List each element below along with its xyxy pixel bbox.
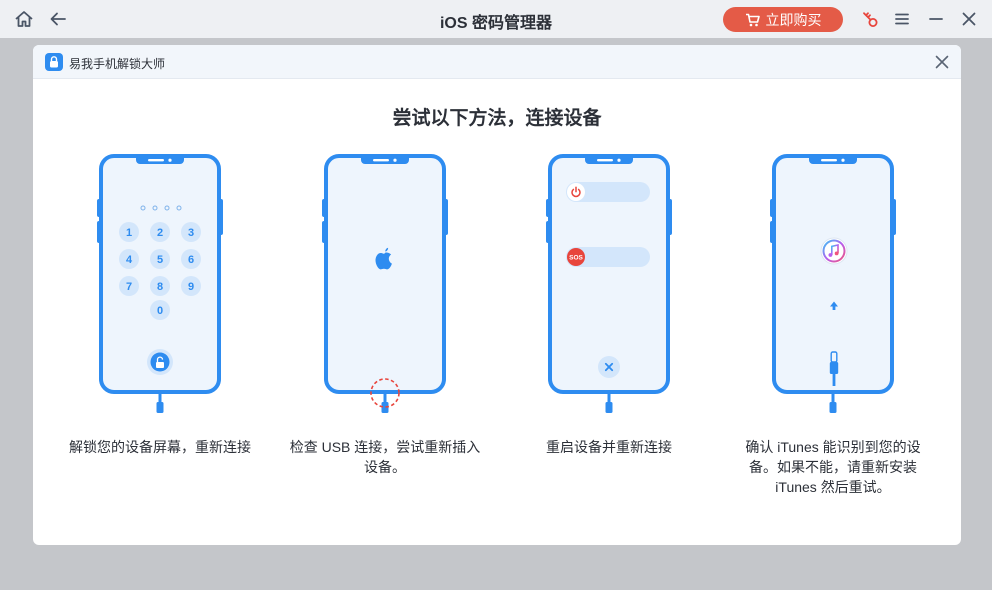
buy-now-button[interactable]: 立即购买	[723, 7, 843, 32]
dialog-heading: 尝试以下方法，连接设备	[392, 108, 602, 129]
home-icon[interactable]	[13, 8, 35, 30]
keypad-key	[119, 276, 139, 296]
keypad-key-label: 0	[157, 305, 163, 317]
keypad-key-label: 7	[126, 281, 132, 293]
keypad-key-label: 4	[126, 254, 133, 266]
itunes-icon	[820, 237, 848, 265]
keypad-key	[181, 249, 201, 269]
keypad-key	[150, 222, 170, 242]
dialog-title: 易我手机解锁大师	[69, 57, 166, 71]
buy-now-label: 立即购买	[765, 11, 822, 28]
apple-logo-icon	[375, 247, 392, 270]
keypad-key-label: 5	[157, 254, 163, 266]
phone-restart-illustration: SOS	[546, 154, 672, 413]
dialog-header: 易我手机解锁大师	[33, 45, 961, 79]
lightning-cable-icon	[829, 351, 839, 386]
up-arrow-icon	[830, 301, 838, 310]
keypad-key-label: 9	[188, 281, 194, 293]
phone-passcode-illustration: 1 2 3 4 5 6 7 8 9 0	[97, 154, 223, 413]
app-title: iOS 密码管理器	[439, 15, 552, 32]
keypad-key	[119, 222, 139, 242]
usb-port-highlight	[370, 378, 400, 408]
keypad-key-label: 1	[126, 227, 132, 239]
dialog-close-icon[interactable]	[933, 53, 951, 71]
step-itunes-caption: 确认 iTunes 能识别到您的设备。如果不能，请重新安装 iTunes 然后重…	[745, 439, 921, 495]
sos-slider	[566, 247, 650, 267]
title-bar: iOS 密码管理器 立即购买	[0, 0, 992, 38]
unlock-icon	[156, 356, 164, 368]
step-restart-caption: 重启设备并重新连接	[546, 439, 672, 455]
power-icon	[571, 186, 581, 198]
power-off-slider	[566, 182, 650, 202]
keypad-key-label: 2	[157, 227, 163, 239]
cart-icon	[745, 13, 760, 26]
connect-device-dialog: 易我手机解锁大师 尝试以下方法，连接设备 1 2 3 4 5 6 7 8 9 0	[33, 45, 961, 545]
keypad-key-label: 8	[157, 281, 163, 293]
minimize-icon[interactable]	[925, 8, 947, 30]
back-icon[interactable]	[47, 8, 69, 30]
keypad-key-label: 6	[188, 254, 194, 266]
step-usb-caption: 检查 USB 连接，尝试重新插入设备。	[289, 439, 481, 475]
keypad-key	[181, 222, 201, 242]
keypad-key	[181, 276, 201, 296]
keypad-key	[119, 249, 139, 269]
keypad-key	[150, 249, 170, 269]
close-icon[interactable]	[958, 8, 980, 30]
step-unlock-caption: 解锁您的设备屏幕，重新连接	[69, 439, 251, 455]
key-icon[interactable]	[859, 8, 881, 30]
menu-icon[interactable]	[891, 8, 913, 30]
keypad-key	[150, 276, 170, 296]
app-logo-icon	[45, 53, 63, 71]
phone-usb-illustration	[322, 154, 448, 413]
keypad-key-label: 3	[188, 227, 194, 239]
sos-label: SOS	[569, 255, 583, 262]
keypad-key	[150, 300, 170, 320]
phone-itunes-illustration	[770, 154, 896, 413]
sos-icon	[567, 248, 585, 266]
